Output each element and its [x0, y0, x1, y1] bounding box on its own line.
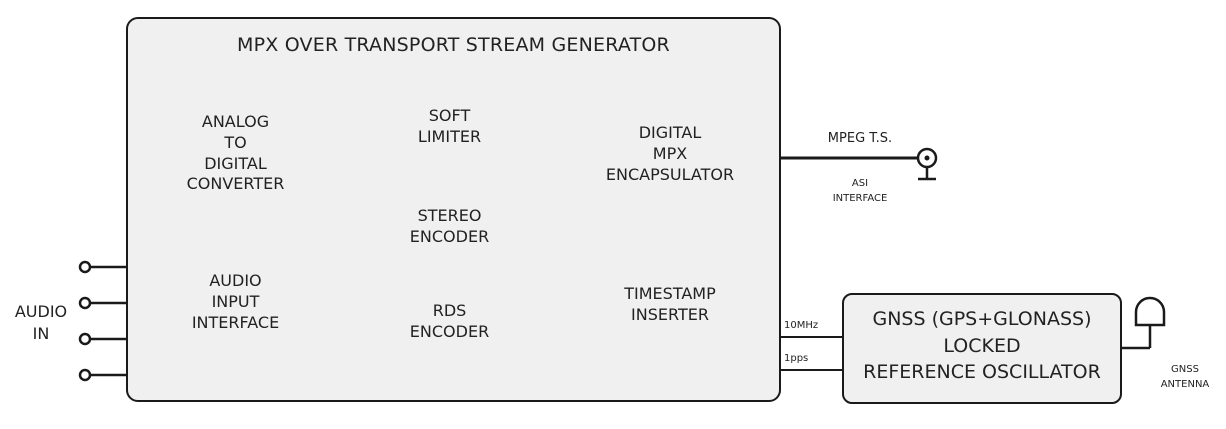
audio-input-interface-label: AUDIO INPUT INTERFACE [191, 271, 280, 332]
audio-input-terminal-4 [78, 368, 92, 382]
gnss-antenna-label: GNSS ANTENNA [1160, 364, 1210, 390]
gnss-block-label: GNSS (GPS+GLONASS) LOCKED REFERENCE OSCI… [863, 308, 1101, 384]
gnss-reference-oscillator-block [842, 293, 1122, 404]
mpeg-ts-label: MPEG T.S. [827, 131, 893, 146]
mpx-encapsulator-label: DIGITAL MPX ENCAPSULATOR [605, 123, 735, 184]
audio-input-terminal-3 [78, 332, 92, 346]
asi-connector-icon [916, 147, 938, 181]
generator-title: MPX OVER TRANSPORT STREAM GENERATOR [237, 34, 670, 56]
rds-encoder-label: RDS ENCODER [409, 301, 490, 341]
soft-limiter-label: SOFT LIMITER [417, 106, 482, 146]
stereo-encoder-label: STEREO ENCODER [409, 206, 490, 246]
mpx-generator-block [126, 17, 781, 402]
timestamp-inserter-label: TIMESTAMP INSERTER [624, 284, 716, 324]
gnss-antenna-icon [1134, 296, 1166, 327]
ref-10mhz-label: 10MHz [784, 320, 819, 331]
audio-in-label: AUDIO IN [14, 302, 68, 343]
audio-input-terminals [78, 260, 127, 382]
ref-1pps-label: 1pps [784, 353, 809, 364]
adc-label: ANALOG TO DIGITAL CONVERTER [186, 112, 285, 194]
asi-interface-label: ASI INTERFACE [832, 178, 888, 204]
audio-input-terminal-1 [78, 260, 92, 274]
audio-input-terminal-2 [78, 296, 92, 310]
